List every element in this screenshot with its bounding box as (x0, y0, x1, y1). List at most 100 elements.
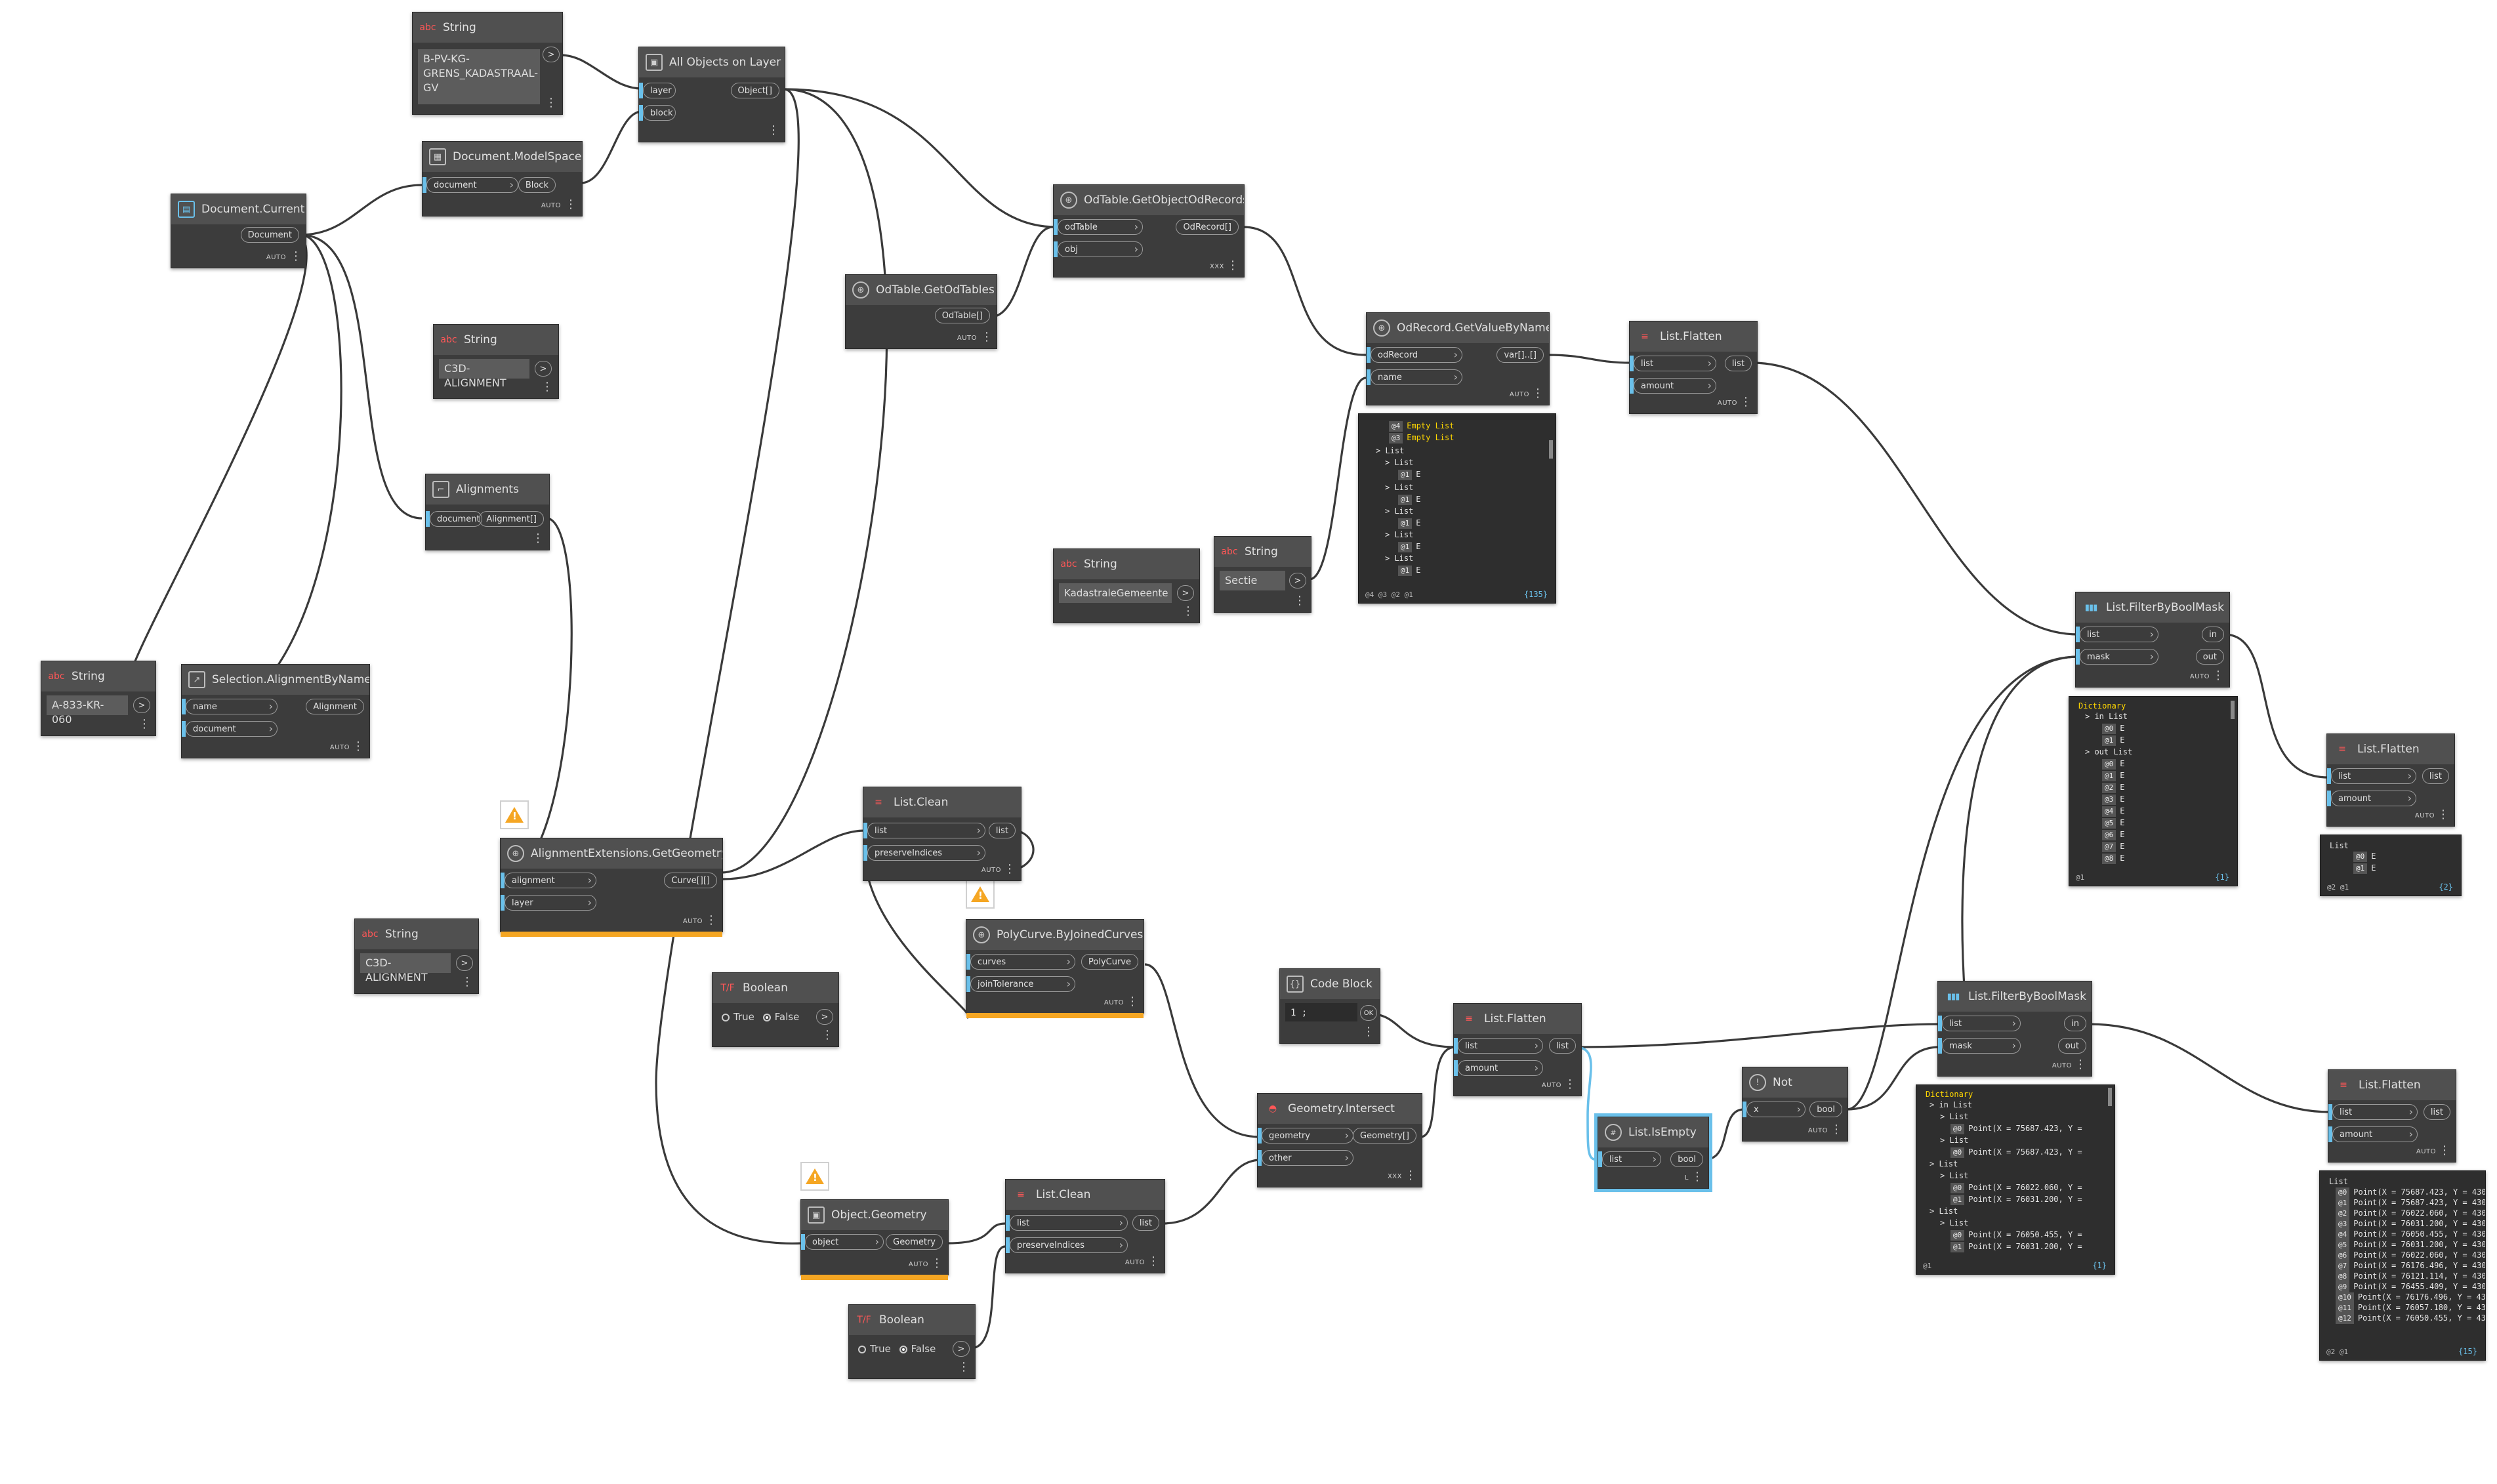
input-port-odtable[interactable]: odTable (1058, 219, 1143, 235)
output-port[interactable]: OK (1360, 1005, 1377, 1021)
list-flatten-node-2[interactable]: ≡List.Flatten list amount list AUTO ⋮ (2326, 733, 2455, 827)
node-menu-icon[interactable]: ⋮ (931, 1256, 943, 1270)
preview-scrollbar[interactable] (2231, 701, 2235, 719)
selection-alignment-by-name-node[interactable]: ↗Selection.AlignmentByName name document… (181, 664, 370, 758)
input-port-layer[interactable]: layer (505, 895, 596, 911)
geometry-intersect-node[interactable]: ◓Geometry.Intersect geometry other Geome… (1257, 1093, 1422, 1187)
node-menu-icon[interactable]: ⋮ (768, 123, 779, 137)
input-port-object[interactable]: object (805, 1234, 884, 1250)
list-flatten-node-4[interactable]: ≡List.Flatten list amount list AUTO ⋮ (2328, 1069, 2456, 1163)
string-value-input[interactable]: B-PV-KG- GRENS_KADASTRAAL- GV (418, 49, 540, 104)
lacing-label[interactable]: AUTO (2052, 1062, 2072, 1069)
document-modelspace-node[interactable]: ▦Document.ModelSpace document Block AUTO… (422, 141, 583, 216)
warning-icon[interactable] (800, 1162, 829, 1191)
output-port-out[interactable]: out (2057, 1038, 2086, 1054)
not-node[interactable]: !Not x bool AUTO ⋮ (1742, 1067, 1848, 1142)
input-port-odrecord[interactable]: odRecord (1371, 347, 1462, 363)
output-port-geometry[interactable]: Geometry[] (1353, 1128, 1416, 1144)
code-input[interactable]: 1 ; (1285, 1003, 1357, 1021)
output-port-alignments[interactable]: Alignment[] (479, 511, 544, 527)
polycurve-by-joined-curves-node[interactable]: ⊕PolyCurve.ByJoinedCurves curves joinTol… (966, 919, 1144, 1018)
input-port-amount[interactable]: amount (2331, 791, 2416, 806)
input-port-obj[interactable]: obj (1058, 241, 1143, 257)
lacing-label[interactable]: AUTO (1541, 1082, 1561, 1089)
node-menu-icon[interactable]: ⋮ (545, 96, 557, 110)
output-port-var[interactable]: var[]..[] (1496, 347, 1544, 363)
output-port[interactable]: > (535, 361, 552, 377)
lacing-label[interactable]: AUTO (329, 744, 350, 751)
node-menu-icon[interactable]: ⋮ (981, 330, 993, 344)
object-geometry-node[interactable]: ▣Object.Geometry object Geometry AUTO ⋮ (800, 1199, 949, 1280)
lacing-label[interactable]: AUTO (1717, 400, 1737, 407)
code-block-node[interactable]: {}Code Block 1 ; OK ⋮ (1279, 968, 1380, 1044)
lacing-label[interactable]: AUTO (1807, 1127, 1828, 1134)
node-menu-icon[interactable]: ⋮ (565, 197, 577, 211)
node-menu-icon[interactable]: ⋮ (1294, 594, 1306, 608)
input-port-preserve-indices[interactable]: preserveIndices (1010, 1237, 1128, 1253)
output-port[interactable]: > (456, 955, 473, 971)
lacing-label[interactable]: AUTO (2414, 812, 2435, 819)
input-port-alignment[interactable]: alignment (505, 873, 596, 888)
lacing-label[interactable]: AUTO (682, 918, 703, 925)
input-port-name[interactable]: name (186, 699, 278, 714)
output-port-list[interactable]: list (1724, 356, 1752, 371)
node-menu-icon[interactable]: ⋮ (1004, 862, 1016, 876)
string-value-input[interactable]: Sectie (1220, 571, 1285, 590)
output-port[interactable]: > (816, 1009, 833, 1025)
lacing-label[interactable]: AUTO (908, 1261, 928, 1268)
list-clean-node-1[interactable]: ≡List.Clean list preserveIndices list AU… (863, 787, 1022, 881)
output-port-document[interactable]: Document (240, 227, 299, 243)
preview-scrollbar[interactable] (1549, 440, 1553, 459)
output-port-list[interactable]: list (2422, 768, 2449, 784)
node-menu-icon[interactable]: ⋮ (958, 1360, 970, 1374)
output-port-in[interactable]: in (2064, 1016, 2086, 1031)
lacing-label[interactable]: AUTO (266, 254, 286, 261)
document-current-node[interactable]: ▤Document.Current Document AUTO ⋮ (171, 194, 306, 268)
input-port-document[interactable]: document (186, 721, 278, 737)
input-port-mask[interactable]: mask (1942, 1038, 2021, 1054)
output-port-list[interactable]: list (1548, 1038, 1576, 1054)
output-port-list[interactable]: list (1132, 1215, 1159, 1231)
string-value-input[interactable]: A-833-KR-060 (47, 695, 128, 726)
input-port-list[interactable]: list (1602, 1151, 1661, 1167)
list-is-empty-node[interactable]: #List.IsEmpty list bool L ⋮ (1594, 1113, 1712, 1192)
input-port-name[interactable]: name (1371, 369, 1462, 385)
lacing-label[interactable]: AUTO (1104, 999, 1124, 1006)
list-filter-by-bool-mask-node-2[interactable]: ▮▮▮List.FilterByBoolMask list mask in ou… (1937, 981, 2092, 1077)
input-port-document[interactable]: document (426, 177, 518, 193)
input-port-amount[interactable]: amount (1458, 1060, 1543, 1076)
node-menu-icon[interactable]: ⋮ (2439, 1144, 2450, 1157)
output-port[interactable]: > (1289, 573, 1306, 588)
node-menu-icon[interactable]: ⋮ (461, 975, 473, 989)
output-port[interactable]: > (543, 47, 560, 62)
input-port-document[interactable]: document (430, 511, 482, 527)
list-flatten-node-1[interactable]: ≡List.Flatten list amount list AUTO ⋮ (1629, 321, 1758, 414)
output-port-bool[interactable]: bool (1809, 1102, 1842, 1117)
node-menu-icon[interactable]: ⋮ (1830, 1123, 1842, 1136)
input-port-curves[interactable]: curves (970, 954, 1075, 970)
node-menu-icon[interactable]: ⋮ (1126, 995, 1138, 1008)
output-port-list[interactable]: list (988, 823, 1016, 838)
warning-icon[interactable] (966, 880, 995, 909)
odtable-get-object-odrecords-node[interactable]: ⊕OdTable.GetObjectOdRecords odTable obj … (1053, 184, 1245, 278)
node-menu-icon[interactable]: ⋮ (1564, 1077, 1576, 1091)
list-clean-node-2[interactable]: ≡List.Clean list preserveIndices list AU… (1005, 1179, 1165, 1273)
lacing-label[interactable]: XXX (1387, 1173, 1402, 1180)
input-port-mask[interactable]: mask (2080, 649, 2158, 665)
true-radio[interactable] (858, 1345, 866, 1353)
input-port-list[interactable]: list (2332, 1104, 2418, 1120)
node-menu-icon[interactable]: ⋮ (1147, 1254, 1159, 1268)
node-menu-icon[interactable]: ⋮ (290, 249, 302, 263)
node-menu-icon[interactable]: ⋮ (2074, 1058, 2086, 1071)
node-menu-icon[interactable]: ⋮ (1227, 258, 1239, 272)
input-port-block[interactable]: block (643, 105, 676, 121)
node-menu-icon[interactable]: ⋮ (1405, 1168, 1416, 1182)
input-port-list[interactable]: list (2331, 768, 2416, 784)
lacing-label[interactable]: XXX (1209, 263, 1224, 270)
